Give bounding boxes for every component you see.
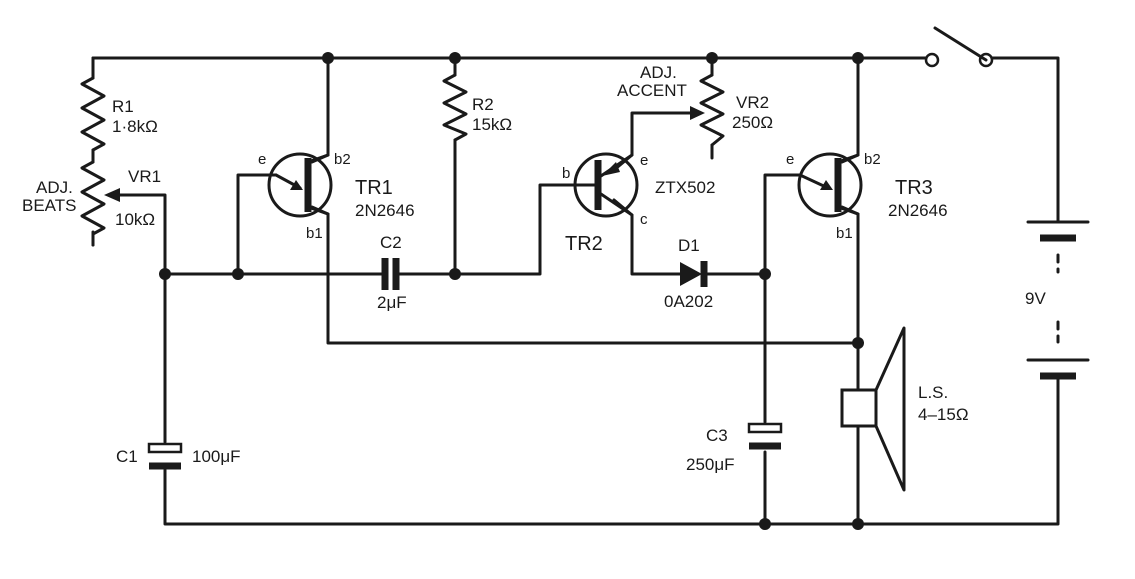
c3-ref-label: C3 <box>706 426 728 445</box>
vr2-value-label: 250Ω <box>732 113 773 132</box>
vr2-ref-label: VR2 <box>736 93 769 112</box>
tr2-pin-e-label: e <box>640 152 648 169</box>
speaker-icon <box>840 388 878 428</box>
junction-dot <box>706 52 718 64</box>
vr2-adj-label: ADJ. <box>640 63 677 82</box>
tr3-pin-b2-label: b2 <box>864 151 881 168</box>
transistor-tr1: e b2 b1 TR1 2N2646 <box>258 151 415 242</box>
capacitor-c2: C2 2μF <box>377 233 407 312</box>
diode-triangle-icon <box>680 262 702 286</box>
transistor-body-icon <box>267 152 333 218</box>
tr2-ref-label: TR2 <box>565 233 603 255</box>
vr2-adj-accent-label: ACCENT <box>617 81 687 100</box>
junction-dot <box>322 52 334 64</box>
battery: 9V <box>1025 220 1090 380</box>
tr1-pin-b2-label: b2 <box>334 151 351 168</box>
capacitor-c3: C3 250μF <box>686 422 783 474</box>
junction-dot <box>852 52 864 64</box>
transistor-tr2: b e c ZTX502 TR2 <box>562 152 715 255</box>
junction-dots <box>159 52 864 530</box>
tr1-pin-e-label: e <box>258 151 266 168</box>
resistor-zigzag-icon <box>699 73 725 147</box>
d1-ref-label: D1 <box>678 236 700 255</box>
ls-ref-label: L.S. <box>918 383 948 402</box>
tr2-part-label: ZTX502 <box>655 178 715 197</box>
switch-lever-icon <box>933 26 988 62</box>
tr1-pin-b1-label: b1 <box>306 225 323 242</box>
tr3-pin-b1-label: b1 <box>836 225 853 242</box>
ls-value-label: 4–15Ω <box>918 405 969 424</box>
capacitor-c1: C1 100μF <box>116 442 241 482</box>
battery-positive-wire <box>988 56 1060 224</box>
junction-dot <box>852 337 864 349</box>
tr3-part-label: 2N2646 <box>888 201 948 220</box>
junction-dot <box>759 518 771 530</box>
r2-value-label: 15kΩ <box>472 115 512 134</box>
wiper-arrow-icon <box>690 106 705 120</box>
vr1-adj-beats-label: BEATS <box>22 196 76 215</box>
d1-part-label: 0A202 <box>664 292 713 311</box>
transistor-body-icon <box>797 152 863 218</box>
emitter-arrow-icon <box>602 162 620 176</box>
tr1-part-label: 2N2646 <box>355 201 415 220</box>
potentiometer-vr2: VR2 250Ω ADJ. ACCENT <box>617 63 773 147</box>
transistor-tr3: e b2 b1 TR3 2N2646 <box>786 151 948 242</box>
junction-dot <box>759 268 771 280</box>
vr1-ref-label: VR1 <box>128 167 161 186</box>
c1-value-label: 100μF <box>192 447 241 466</box>
c1-ref-label: C1 <box>116 447 138 466</box>
junction-dot <box>449 52 461 64</box>
resistor-zigzag-icon <box>442 73 468 142</box>
battery-voltage-label: 9V <box>1025 289 1046 308</box>
r2-ref-label: R2 <box>472 95 494 114</box>
bottom-rail-wire <box>163 376 1060 526</box>
diode-d1: D1 0A202 <box>664 236 713 311</box>
resistor-r2: R2 15kΩ <box>442 73 512 142</box>
junction-dot <box>232 268 244 280</box>
junction-dot <box>852 518 864 530</box>
c2-ref-label: C2 <box>380 233 402 252</box>
vr1-wiper-wire <box>116 193 167 276</box>
resistor-zigzag-icon <box>80 160 106 247</box>
junction-dot <box>159 268 171 280</box>
tr2-pin-b-label: b <box>562 165 570 182</box>
potentiometer-vr1: VR1 10kΩ ADJ. BEATS <box>22 160 161 247</box>
tr3-ref-label: TR3 <box>895 177 933 199</box>
tr3-pin-e-label: e <box>786 151 794 168</box>
junction-dot <box>449 268 461 280</box>
emitter-arrow-icon <box>820 180 833 190</box>
tr1-ref-label: TR1 <box>355 177 393 199</box>
c2-value-label: 2μF <box>377 293 407 312</box>
emitter-arrow-icon <box>290 180 303 190</box>
r1-ref-label: R1 <box>112 97 134 116</box>
loudspeaker: L.S. 4–15Ω <box>840 326 969 492</box>
wiper-arrow-icon <box>104 188 120 202</box>
power-switch <box>924 26 994 68</box>
resistor-r1: R1 1·8kΩ <box>80 76 158 152</box>
resistor-zigzag-icon <box>80 76 106 152</box>
vr1-value-label: 10kΩ <box>115 210 155 229</box>
tr2-pin-c-label: c <box>640 211 648 228</box>
r1-value-label: 1·8kΩ <box>112 117 158 136</box>
vr1-adj-label: ADJ. <box>36 178 73 197</box>
switch-contact-icon <box>924 52 940 68</box>
c3-value-label: 250μF <box>686 455 735 474</box>
